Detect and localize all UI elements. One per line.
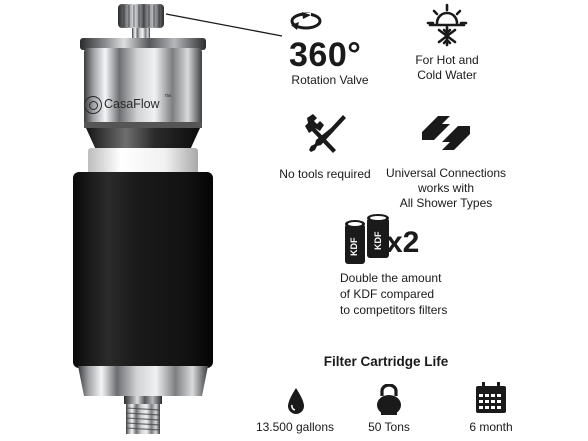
connections-line1: Universal Connections bbox=[386, 166, 507, 180]
brand-name: CasaFlow bbox=[104, 97, 160, 111]
water-drop-icon bbox=[288, 388, 304, 414]
svg-text:KDF: KDF bbox=[349, 237, 359, 256]
brand-logo: CasaFlow ™ bbox=[82, 90, 192, 120]
tools-label: No tools required bbox=[279, 167, 371, 181]
rotation-arrow-icon bbox=[290, 12, 322, 30]
sun-snowflake-icon bbox=[426, 3, 468, 47]
svg-text:KDF: KDF bbox=[373, 231, 383, 250]
kdf-multiplier: x2 bbox=[386, 226, 420, 259]
life-tons: 50 Tons bbox=[368, 420, 410, 434]
kdf-line2: of KDF compared bbox=[340, 287, 435, 301]
connections-line3: All Shower Types bbox=[399, 196, 493, 210]
temperature-line1: For Hot and bbox=[415, 53, 479, 67]
temperature-line2: Cold Water bbox=[417, 68, 477, 82]
white-ring bbox=[88, 148, 198, 174]
chrome-head bbox=[80, 38, 206, 128]
kdf-line3: to competitors filters bbox=[340, 303, 448, 317]
kdf-line1: Double the amount bbox=[340, 271, 442, 285]
kdf-cans-icon: KDF KDF bbox=[345, 214, 389, 264]
life-gallons: 13.500 gallons bbox=[255, 420, 335, 434]
life-heading: Filter Cartridge Life bbox=[323, 354, 449, 369]
connector-icon bbox=[422, 116, 470, 150]
life-months: 6 month bbox=[469, 420, 513, 434]
brand-trademark: ™ bbox=[164, 94, 171, 101]
valve-knob bbox=[118, 4, 164, 40]
transition-cone bbox=[86, 128, 200, 150]
calendar-icon bbox=[476, 382, 506, 413]
wrench-screwdriver-icon bbox=[305, 114, 346, 153]
connections-line2: works with bbox=[417, 181, 474, 195]
filter-product-image bbox=[73, 4, 213, 434]
kettlebell-icon bbox=[377, 384, 401, 415]
filter-cartridge-body bbox=[73, 172, 213, 368]
rotation-value: 360° bbox=[289, 36, 362, 74]
chrome-base bbox=[78, 366, 208, 434]
rotation-label: Rotation Valve bbox=[291, 73, 369, 87]
